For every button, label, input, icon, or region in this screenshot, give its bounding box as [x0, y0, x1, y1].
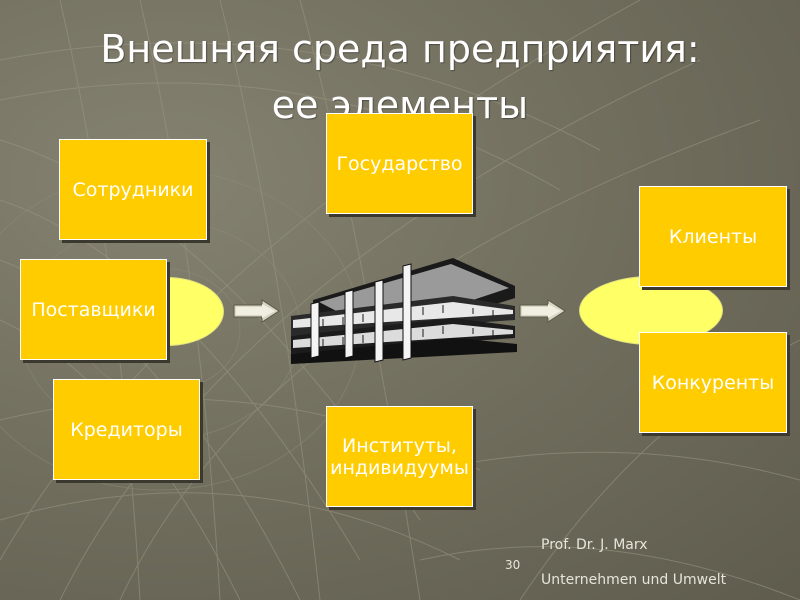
footer-course: Unternehmen und Umwelt: [541, 572, 727, 588]
box-suppliers: Поставщики: [20, 259, 167, 360]
block-arrow-right-icon: [519, 299, 566, 323]
box-clients: Клиенты: [639, 186, 787, 287]
box-competitors: Конкуренты: [639, 332, 787, 433]
box-employees: Сотрудники: [59, 139, 207, 240]
slide-title-line1: Внешняя среда предприятия:: [100, 27, 700, 71]
box-creditors: Кредиторы: [53, 379, 200, 480]
box-institutions: Институты, индивидуумы: [326, 406, 473, 507]
block-arrow-right-icon: [233, 299, 280, 323]
page-number: 30: [505, 558, 521, 572]
building-icon: [291, 258, 517, 364]
footer-author: Prof. Dr. J. Marx: [541, 537, 648, 553]
box-state: Государство: [326, 113, 473, 214]
